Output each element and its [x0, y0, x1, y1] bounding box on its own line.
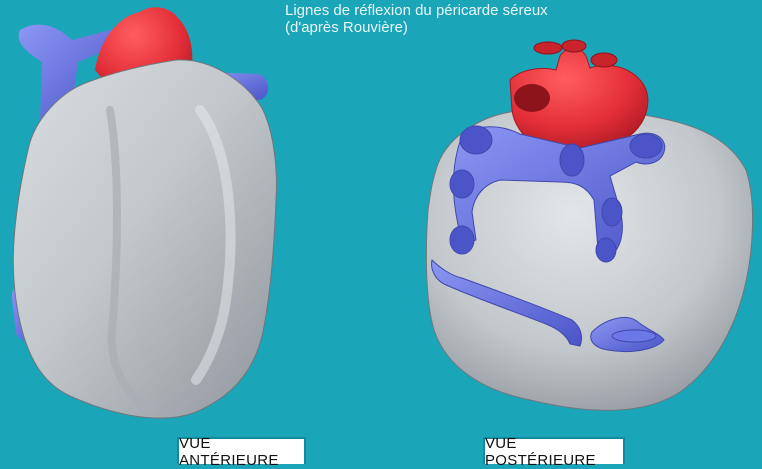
posterior-view: [426, 40, 752, 410]
vein-opening-5: [602, 198, 622, 226]
anterior-heart: [13, 60, 276, 418]
aorta-opening: [514, 84, 550, 112]
anterior-view: [12, 7, 277, 418]
posterior-view-label: VUE POSTÉRIEURE: [483, 437, 625, 464]
aortic-branch-2: [562, 40, 586, 52]
vein-opening-6: [596, 238, 616, 262]
caption-line-2: (d'après Rouvière): [285, 19, 548, 36]
vein-opening-2: [450, 170, 474, 198]
figure-caption: Lignes de réflexion du péricarde séreux …: [285, 2, 548, 36]
vein-opening-1: [460, 126, 492, 154]
vein-opening-4: [560, 144, 584, 176]
vein-opening-3: [450, 226, 474, 254]
anterior-view-label: VUE ANTÉRIEURE: [177, 437, 306, 464]
vein-opening-7: [630, 134, 662, 158]
caption-line-1: Lignes de réflexion du péricarde séreux: [285, 2, 548, 19]
aortic-branch-1: [534, 42, 562, 54]
ivc-opening: [612, 330, 656, 342]
aortic-branch-3: [591, 53, 617, 67]
